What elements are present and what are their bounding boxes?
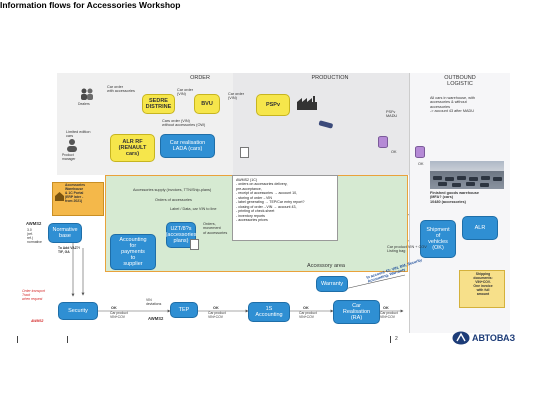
car-production-icon [318,116,334,129]
document-icon-2 [190,239,199,250]
page-title: Information flows for Accessories Worksh… [0,0,181,10]
warranty-box[interactable]: Warranty [316,276,348,292]
tep-sub: Car product VIN+COV [208,311,226,319]
car-order-vin-label: Car order (VIN) [177,88,194,97]
alr-box[interactable]: ALR [462,216,498,240]
ok2-label: OK [418,162,424,166]
security-box[interactable]: Security [58,302,98,320]
order-zone-label: ORDER [190,75,210,81]
limited-edition-label: Limited edition cars [66,130,91,139]
ok-1s-label: OK [303,306,309,310]
car-order-accessories-label: Car order with accessories [107,85,135,94]
bvu-box[interactable]: BVU [194,94,220,114]
vin-deviations-label: VIN deviations [146,298,162,306]
car-order-vin2-label: Car order (VIN) [228,92,245,101]
security-sub: Car product VIN+COV [110,311,128,319]
ra-sub: Car product VIN+COV [380,311,398,319]
dealers-icon [79,87,95,101]
shipping-docs-box: Shipping documents: VIN+COV. One invoice… [459,270,505,308]
accounting-supplier-box[interactable]: Accounting for payments to supplier [110,234,156,270]
car-realisation-box[interactable]: Car realisation LADA (cars) [160,134,215,158]
production-zone-label: PRODUCTION [311,75,349,81]
pspv-box[interactable]: PSPv [256,94,290,116]
normative-box[interactable]: Normative base [48,223,82,243]
awms2-bottom-label: AWMS2 [148,316,164,321]
orders-accessories-label: Orders of accessories [155,198,192,202]
warehouse-icon [55,188,64,201]
accessories-supply-label: Accessories supply (invoices, TTN/Ship-p… [133,188,212,192]
ok-label: OK [391,150,397,154]
finished-goods-label: Finished goods warehouse (MFA? (cars) 10… [430,191,479,204]
accounting-sub: Car product VIN+COV [299,311,317,319]
car-realisation-ra-box[interactable]: Car Realisation (RA) [333,300,380,324]
accessories-warehouse-text: Accessories Warehouse & 1C Portal (ERP l… [65,183,85,203]
finished-goods-photo [430,161,504,189]
tp-note: To Add VAZ?/ TIF, GA [58,246,80,254]
ok-security-label: OK [111,306,117,310]
footer-divider-mid [67,336,68,343]
accounting-1s-box[interactable]: 1S Accounting [248,302,290,322]
factory-icon [297,96,317,110]
alr-rf-box[interactable]: ALR RF (RENAULT cars) [110,134,155,162]
cars-order-label: Cars order (VIN) without accessories (OW… [162,119,206,128]
tep-box[interactable]: TEP [170,302,198,318]
avtovaz-logo-text: АВТОВАЗ [472,333,516,343]
product-manager-icon [66,138,78,152]
ok-ra-label: OK [383,306,389,310]
dealers-label: Dealers [78,102,90,106]
sedre-box[interactable]: SEDRE DISTRINE [142,94,175,114]
accessory-zone-label: Accessory area [307,263,345,269]
footer-divider-left [17,336,18,343]
shipment-box[interactable]: Shipment of vehicles (OK) [420,220,456,258]
outbound-zone-label: OUTBOUND LOGISTIC [444,75,476,87]
awms2-left-title: AWMS2 [26,221,42,226]
outbound-database-icon [415,146,425,158]
ok-tep-label: OK [213,306,219,310]
plans-accessories-label: Orders, movement of accessories [203,222,228,235]
shipping-docs-text: Shipping documents: VIN+COV. One invoice… [473,272,493,296]
label-by-line-label: Label / Data, car VIN to line [170,207,217,211]
psfv-madu-label: PSFv MADU [386,110,398,119]
document-icon [240,147,249,158]
awms2-flow-box: AWMS2 (1C) - orders on accessories deliv… [232,175,338,241]
red-awms-note: AWMS2 [31,319,44,323]
outbound-note: All cars in warehouse, with accessories … [430,96,475,114]
awms2-left-body: 3.0 (ref. ref.) normative [27,228,42,244]
awms2-flow-text: AWMS2 (1C) - orders on accessories deliv… [236,178,305,223]
red-order-note: Order transport Track when request [22,289,45,301]
avtovaz-logo-icon [452,331,470,345]
page-number: 2 [395,336,398,342]
car-product-vin-cov-label: Car product VIN + COV Listing bag [387,245,427,254]
product-manager-label: Product manager [62,153,76,161]
database-icon [378,136,388,148]
footer-divider-right [390,336,391,343]
